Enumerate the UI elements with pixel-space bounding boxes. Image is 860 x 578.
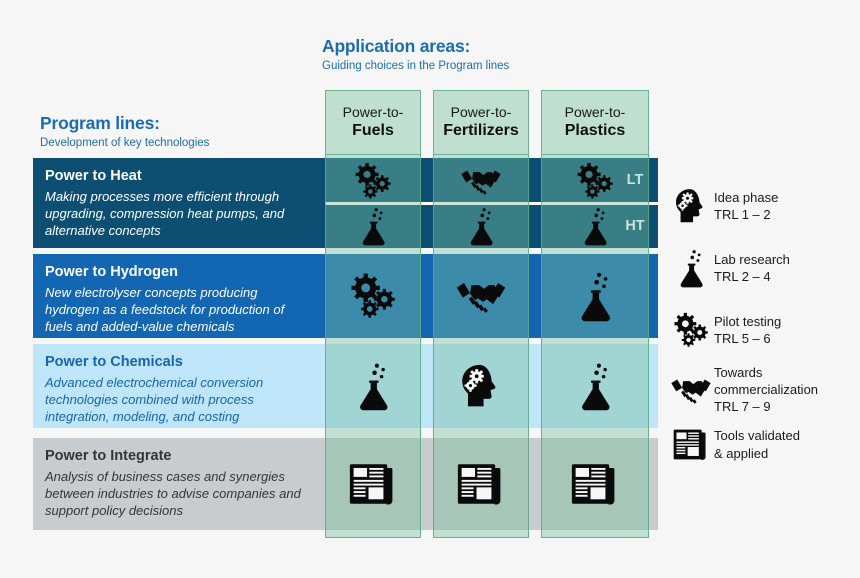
program-lines-heading: Program lines: Development of key techno… xyxy=(40,113,209,149)
program-row-description: Making processes more efficient through … xyxy=(45,188,285,239)
matrix-cell-power-to-integrate-plastics[interactable] xyxy=(541,438,649,530)
column-header-name: Fertilizers xyxy=(443,121,519,139)
program-row-power-to-hydrogen[interactable]: Power to Hydrogen New electrolyser conce… xyxy=(33,254,658,338)
program-row-power-to-integrate[interactable]: Power to Integrate Analysis of business … xyxy=(33,438,658,530)
legend-item-label: Idea phase xyxy=(714,189,779,205)
flask-icon xyxy=(461,206,501,246)
handshake-icon xyxy=(460,167,502,195)
matrix-cell-power-to-integrate-fertilizers[interactable] xyxy=(433,438,529,530)
matrix-cell-power-to-chemicals-plastics[interactable] xyxy=(541,344,649,428)
matrix-cell-power-to-chemicals-fuels[interactable] xyxy=(325,344,421,428)
column-header-name: Plastics xyxy=(564,121,626,139)
program-row-title: Power to Hydrogen xyxy=(45,264,178,280)
column-header-name: Fuels xyxy=(352,121,394,139)
program-row-power-to-heat[interactable]: Power to Heat Making processes more effi… xyxy=(33,158,658,248)
matrix-cell-power-to-hydrogen-fuels[interactable] xyxy=(325,254,421,338)
application-areas-heading: Application areas: Guiding choices in th… xyxy=(322,36,509,72)
application-column-header-fertilizers[interactable]: Power-to- Fertilizers xyxy=(433,90,529,155)
flask-icon xyxy=(575,206,615,246)
newspaper-icon xyxy=(571,462,619,506)
legend-item-label: Pilot testing xyxy=(714,313,782,329)
program-lines-subtitle: Development of key technologies xyxy=(40,137,210,149)
program-row-title: Power to Chemicals xyxy=(45,354,183,370)
gears-icon xyxy=(574,160,616,202)
column-header-prefix: Power-to- xyxy=(450,104,512,121)
matrix-cell-power-to-heat-ht-plastics[interactable] xyxy=(541,203,649,248)
flask-icon xyxy=(569,270,621,322)
legend-item-label: Tools validated xyxy=(714,428,800,444)
gears-icon xyxy=(352,160,394,202)
newspaper-icon xyxy=(668,428,714,461)
column-header-prefix: Power-to- xyxy=(564,104,626,121)
legend-item-tools-validated: Tools validated& applied xyxy=(668,427,858,461)
legend-item-trl: TRL 5 – 6 xyxy=(714,331,771,346)
temperature-label-ht: HT xyxy=(625,218,645,234)
legend-item-trl: TRL 2 – 4 xyxy=(714,269,771,284)
program-lines-title: Program lines: xyxy=(40,113,160,133)
flask-icon xyxy=(668,248,714,288)
matrix-cell-power-to-hydrogen-fertilizers[interactable] xyxy=(433,254,529,338)
gears-icon xyxy=(668,310,714,350)
lt-ht-divider xyxy=(325,202,658,205)
legend-item-trl: TRL 1 – 2 xyxy=(714,207,771,222)
matrix-cell-power-to-heat-ht-fuels[interactable] xyxy=(325,203,421,248)
flask-icon xyxy=(570,361,620,411)
program-row-text: Power to Integrate Analysis of business … xyxy=(33,438,325,530)
matrix-cell-power-to-hydrogen-plastics[interactable] xyxy=(541,254,649,338)
head-gears-icon xyxy=(456,361,506,411)
temperature-label-lt: LT xyxy=(626,172,644,188)
application-areas-title: Application areas: xyxy=(322,36,471,56)
matrix-cell-power-to-chemicals-fertilizers[interactable] xyxy=(433,344,529,428)
program-row-description: Analysis of business cases and synergies… xyxy=(45,468,301,519)
program-row-description: New electrolyser concepts producing hydr… xyxy=(45,284,285,335)
legend-item-label: Lab research xyxy=(714,251,790,267)
flask-icon xyxy=(348,361,398,411)
newspaper-icon xyxy=(457,462,505,506)
program-row-power-to-chemicals[interactable]: Power to Chemicals Advanced electrochemi… xyxy=(33,344,658,428)
legend-item-trl: TRL 7 – 9 xyxy=(714,399,771,415)
legend-item-trl: & applied xyxy=(714,445,769,461)
program-row-title: Power to Heat xyxy=(45,168,142,184)
program-row-text: Power to Heat Making processes more effi… xyxy=(33,158,325,248)
flask-icon xyxy=(353,206,393,246)
application-areas-subtitle: Guiding choices in the Program lines xyxy=(322,60,510,72)
handshake-icon xyxy=(668,376,714,404)
program-row-text: Power to Chemicals Advanced electrochemi… xyxy=(33,344,325,428)
gears-icon xyxy=(347,270,399,322)
legend-item-label: Towards commercialization xyxy=(714,365,819,398)
application-column-header-fuels[interactable]: Power-to- Fuels xyxy=(325,90,421,155)
program-row-description: Advanced electrochemical conversion tech… xyxy=(45,374,264,425)
matrix-cell-power-to-heat-lt-fuels[interactable] xyxy=(325,158,421,203)
matrix-cell-power-to-heat-ht-fertilizers[interactable] xyxy=(433,203,529,248)
handshake-icon xyxy=(455,279,507,313)
application-column-header-plastics[interactable]: Power-to- Plastics xyxy=(541,90,649,155)
legend-item-text: Tools validated& applied xyxy=(714,427,800,461)
program-row-text: Power to Hydrogen New electrolyser conce… xyxy=(33,254,325,338)
matrix-cell-power-to-integrate-fuels[interactable] xyxy=(325,438,421,530)
matrix-cell-power-to-heat-lt-plastics[interactable] xyxy=(541,158,649,203)
head-gears-icon xyxy=(668,186,714,226)
program-row-title: Power to Integrate xyxy=(45,448,172,464)
newspaper-icon xyxy=(349,462,397,506)
column-header-prefix: Power-to- xyxy=(342,104,404,121)
matrix-cell-power-to-heat-lt-fertilizers[interactable] xyxy=(433,158,529,203)
